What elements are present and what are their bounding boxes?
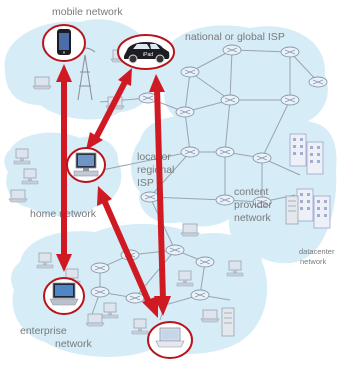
laptop-icon	[49, 282, 79, 306]
highlighted-home-pc[interactable]	[66, 147, 106, 183]
building-icon	[306, 141, 324, 175]
router-icon	[125, 292, 145, 304]
laptop-icon	[180, 223, 200, 237]
laptop-icon	[155, 327, 185, 348]
connection-arrows	[56, 64, 171, 318]
highlighted-car[interactable]: iPad	[117, 34, 175, 70]
router-icon	[180, 146, 200, 158]
label-content-3: network	[234, 212, 272, 224]
router-icon	[215, 194, 235, 206]
car-icon: iPad	[124, 42, 170, 64]
label-local-isp-3: ISP	[137, 177, 154, 189]
desktop-icon	[101, 302, 119, 319]
label-datacenter-1: datacenter	[299, 247, 335, 256]
label-mobile-network: mobile network	[52, 6, 123, 18]
laptop-icon	[8, 189, 28, 203]
laptop-icon	[32, 76, 52, 90]
desktop-icon	[176, 270, 194, 287]
router-icon	[220, 94, 240, 106]
router-icon	[222, 44, 242, 56]
label-local-isp-2: regional	[137, 164, 174, 176]
router-icon	[215, 146, 235, 158]
arrow-phone-enterprise	[56, 64, 72, 272]
server-icon	[285, 195, 299, 225]
router-icon	[195, 256, 215, 268]
arrow-home-laptop	[97, 186, 158, 318]
router-icon	[175, 106, 195, 118]
router-icon	[190, 289, 210, 301]
router-icon	[308, 76, 328, 88]
label-content-1: content	[234, 186, 269, 198]
arrow-car-home	[86, 68, 132, 150]
laptop-icon	[85, 313, 105, 327]
router-icon	[280, 94, 300, 106]
phone-icon	[57, 29, 71, 55]
building-icon	[296, 188, 314, 222]
desktop-icon	[131, 318, 149, 335]
desktop-icon	[73, 152, 99, 177]
router-icon	[280, 46, 300, 58]
desktop-icon	[226, 260, 244, 277]
building-icon	[313, 195, 331, 229]
building-icon	[289, 133, 307, 167]
highlighted-enterprise-laptop[interactable]	[43, 277, 85, 315]
desktop-icon	[21, 168, 39, 185]
highlighted-phone[interactable]	[42, 24, 86, 62]
server-icon	[221, 307, 235, 337]
highlighted-bottom-laptop[interactable]	[147, 321, 193, 359]
label-content-2: provider	[234, 199, 272, 211]
label-enterprise-1: enterprise	[20, 325, 67, 337]
label-local-isp-1: local or	[137, 151, 171, 163]
label-datacenter-2: network	[300, 257, 327, 266]
desktop-icon	[13, 148, 31, 165]
arrow-car-laptop	[149, 74, 171, 316]
laptop-icon	[200, 309, 220, 323]
router-icon	[180, 66, 200, 78]
label-national-isp: national or global ISP	[185, 31, 285, 43]
router-icon	[252, 152, 272, 164]
router-icon	[90, 286, 110, 298]
router-icon	[165, 244, 185, 256]
svg-text:iPad: iPad	[143, 52, 153, 58]
desktop-icon	[36, 252, 54, 269]
router-icon	[140, 191, 160, 203]
router-icon	[90, 262, 110, 274]
label-enterprise-2: network	[55, 338, 93, 350]
